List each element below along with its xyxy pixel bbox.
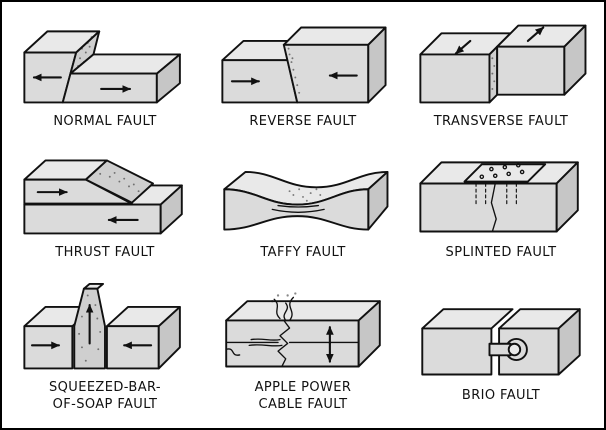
- panel-splinted-fault: SPLINTED FAULT: [408, 140, 594, 270]
- transverse-fault-diagram: [419, 24, 587, 104]
- caption-line: CABLE FAULT: [258, 396, 348, 412]
- brio-fault-diagram: [421, 308, 581, 376]
- right-block: [61, 53, 181, 104]
- panel-taffy-fault: TAFFY FAULT: [210, 140, 396, 270]
- stretched-block: [223, 171, 389, 231]
- caption-line: OF-SOAP FAULT: [52, 396, 158, 412]
- panel-caption: SPLINTED FAULT: [446, 245, 557, 261]
- panel-apple-power-cable-fault: APPLE POWER CABLE FAULT: [210, 271, 396, 424]
- left-block: [419, 31, 512, 104]
- left-block: [421, 308, 514, 376]
- panel-thrust-fault: THRUST FAULT: [12, 140, 198, 270]
- apple-power-cable-fault-diagram: [225, 292, 381, 368]
- panel-caption: TAFFY FAULT: [260, 245, 345, 261]
- fault-surface: [488, 45, 499, 104]
- caption-line: NORMAL FAULT: [53, 113, 157, 129]
- right-slip-arrow: [526, 26, 545, 42]
- panel-normal-fault: NORMAL FAULT: [12, 8, 198, 138]
- caption-line: SPLINTED FAULT: [445, 245, 557, 261]
- cable-block: [225, 300, 381, 368]
- cable-split: [225, 320, 360, 368]
- normal-fault-diagram: [23, 30, 181, 104]
- panel-brio-fault: BRIO FAULT: [408, 271, 594, 424]
- splint-straps: [475, 183, 517, 206]
- thrust-fault-diagram: [23, 159, 183, 235]
- frayed-wires: [225, 292, 297, 357]
- panel-caption: REVERSE FAULT: [249, 114, 356, 130]
- caption-line: APPLE POWER: [254, 380, 352, 396]
- taffy-fault-diagram: [223, 171, 389, 231]
- panel-caption: NORMAL FAULT: [53, 114, 156, 130]
- panel-caption: BRIO FAULT: [462, 388, 540, 404]
- thrust-wedge: [23, 159, 154, 205]
- panel-caption: TRANSVERSE FAULT: [434, 114, 569, 130]
- right-block: [282, 26, 387, 104]
- stretch-marks: [271, 188, 325, 214]
- squeezed-bar-of-soap-fault-diagram: [23, 283, 181, 370]
- left-block: [23, 30, 101, 104]
- panel-squeezed-bar-of-soap-fault: SQUEEZED-BAR- OF-SOAP FAULT: [12, 271, 198, 424]
- panel-reverse-fault: REVERSE FAULT: [210, 8, 396, 138]
- panel-transverse-fault: TRANSVERSE FAULT: [408, 8, 594, 138]
- caption-line: BRIO FAULT: [461, 388, 541, 404]
- reverse-fault-diagram: [221, 26, 387, 104]
- splinted-fault-diagram: [419, 161, 579, 233]
- caption-line: REVERSE FAULT: [249, 113, 357, 129]
- caption-line: TAFFY FAULT: [260, 245, 346, 261]
- caption-line: TRANSVERSE FAULT: [433, 113, 569, 129]
- panel-caption: SQUEEZED-BAR- OF-SOAP FAULT: [49, 380, 161, 413]
- brio-connector: [488, 338, 528, 362]
- fault-trace-stipple: [287, 47, 301, 94]
- right-block: [496, 24, 587, 96]
- panel-caption: APPLE POWER CABLE FAULT: [255, 380, 352, 413]
- caption-line: SQUEEZED-BAR-: [49, 380, 161, 396]
- panel-caption: THRUST FAULT: [55, 245, 154, 261]
- right-block: [105, 306, 181, 370]
- left-slip-arrow: [454, 39, 472, 55]
- fault-trace: [490, 183, 497, 233]
- splint-plate: [463, 163, 547, 183]
- caption-line: THRUST FAULT: [55, 245, 155, 261]
